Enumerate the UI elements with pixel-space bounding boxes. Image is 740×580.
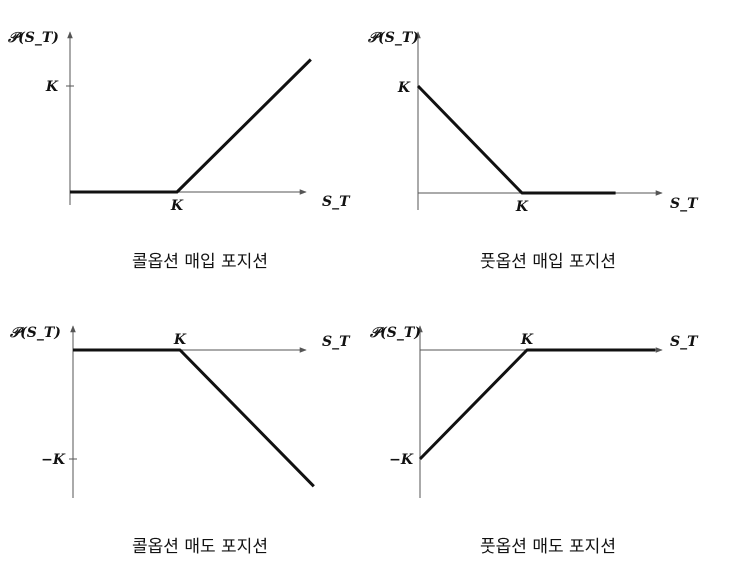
y-axis-label: 𝒫(S_T) xyxy=(367,30,419,46)
x-tick-label: K xyxy=(173,332,187,348)
x-axis-label: S_T xyxy=(322,194,351,210)
y-axis-label: 𝒫(S_T) xyxy=(9,325,61,341)
panel-short-put: 𝒫(S_T) S_T −K K 풋옵션 매도 포지션 xyxy=(369,325,699,557)
x-tick-label: K xyxy=(170,198,184,214)
x-tick-label: K xyxy=(515,199,529,215)
payoff-line-long-put xyxy=(416,84,616,195)
x-axis-label: S_T xyxy=(670,196,699,212)
y-tick-label: −K xyxy=(389,452,414,468)
y-tick-label: K xyxy=(397,80,411,96)
x-tick-label: K xyxy=(520,332,534,348)
x-axis-label: S_T xyxy=(670,334,699,350)
caption-short-put: 풋옵션 매도 포지션 xyxy=(480,537,616,557)
payoff-line-short-call xyxy=(73,348,315,488)
x-axis-label: S_T xyxy=(322,334,351,350)
caption-long-call: 콜옵션 매입 포지션 xyxy=(132,252,268,272)
caption-short-call: 콜옵션 매도 포지션 xyxy=(132,537,268,557)
y-tick-label: K xyxy=(45,79,59,95)
y-axis-label: 𝒫(S_T) xyxy=(369,325,421,341)
y-tick-label: −K xyxy=(41,452,66,468)
payoff-line-long-call xyxy=(70,58,312,194)
y-axis-label: 𝒫(S_T) xyxy=(7,30,59,46)
caption-long-put: 풋옵션 매입 포지션 xyxy=(480,252,616,272)
panel-long-call: 𝒫(S_T) S_T K K 콜옵션 매입 포지션 xyxy=(7,30,351,272)
panel-long-put: 𝒫(S_T) S_T K K 풋옵션 매입 포지션 xyxy=(367,30,699,272)
payoff-line-short-put xyxy=(418,348,656,461)
panel-short-call: 𝒫(S_T) S_T −K K 콜옵션 매도 포지션 xyxy=(9,325,351,557)
